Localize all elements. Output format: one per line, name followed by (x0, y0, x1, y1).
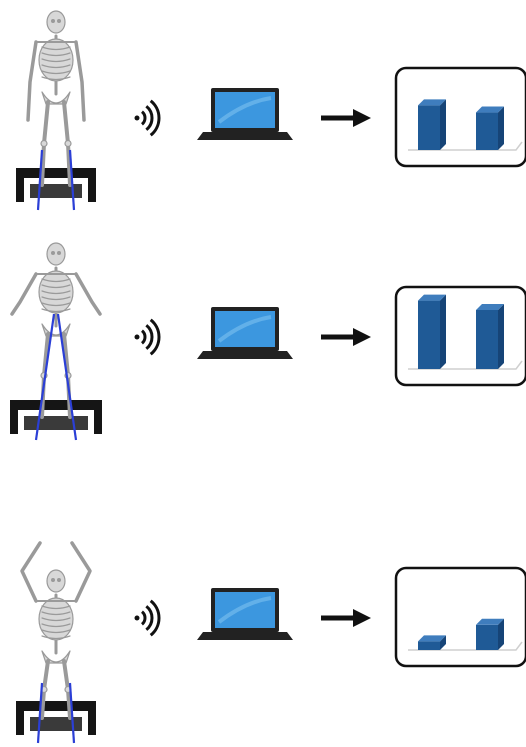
bar-chart-panel (394, 566, 526, 668)
skull (46, 242, 66, 266)
measurement-row (0, 232, 526, 462)
chart-bar (476, 303, 504, 369)
skeleton-figure (26, 10, 86, 187)
chart-frame (394, 566, 526, 668)
row-graphic (10, 242, 526, 441)
skeleton-figure (20, 541, 92, 720)
ribcage (38, 597, 74, 641)
skull (46, 10, 66, 34)
arrow-icon (321, 609, 371, 627)
measurement-row (0, 0, 526, 215)
force-platform (16, 701, 96, 735)
laptop-icon (197, 588, 293, 640)
wireless-signal-icon (134, 99, 161, 137)
laptop-icon (197, 307, 293, 359)
arrow-icon (321, 109, 371, 127)
chart-bar (418, 294, 446, 369)
force-vector-lines (36, 682, 76, 744)
laptop-icon (197, 88, 293, 140)
wireless-signal-icon (134, 599, 161, 637)
skull (46, 569, 66, 593)
skeleton-figure (10, 242, 102, 419)
bar-chart-panel (394, 66, 526, 168)
arrow-icon (321, 328, 371, 346)
ribcage (38, 270, 74, 314)
chart-bar (418, 635, 446, 650)
row-graphic (16, 541, 526, 744)
force-platform (10, 400, 102, 434)
chart-bar (476, 106, 504, 150)
row-graphic (16, 10, 526, 211)
chart-bar (418, 99, 446, 150)
ribcage (38, 38, 74, 82)
chart-bar (476, 618, 504, 650)
force-vector-lines (36, 149, 76, 211)
measurement-row (0, 478, 526, 747)
bar-chart-panel (394, 285, 526, 387)
force-vector-lines (34, 313, 78, 441)
wireless-signal-icon (134, 318, 161, 356)
force-platform (16, 168, 96, 202)
chart-frame (394, 285, 526, 387)
chart-frame (394, 66, 526, 168)
